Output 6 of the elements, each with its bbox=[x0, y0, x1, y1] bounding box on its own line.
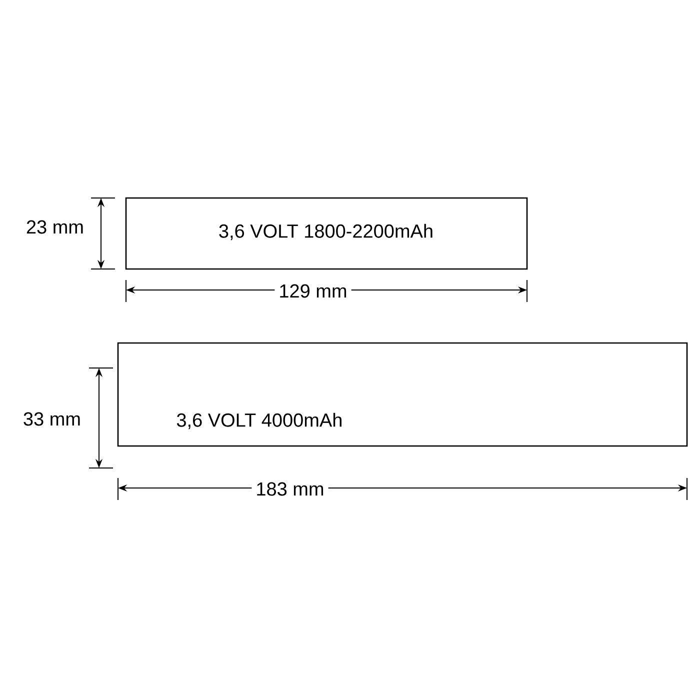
dimension-label: 129 mm bbox=[274, 280, 352, 302]
battery-box: 3,6 VOLT 1800-2200mAh bbox=[125, 197, 528, 270]
dimension-label: 183 mm bbox=[252, 478, 328, 500]
dimension-label: 33 mm bbox=[18, 408, 86, 430]
dimension-label: 23 mm bbox=[22, 216, 88, 238]
battery-box: 3,6 VOLT 4000mAh bbox=[117, 342, 688, 447]
